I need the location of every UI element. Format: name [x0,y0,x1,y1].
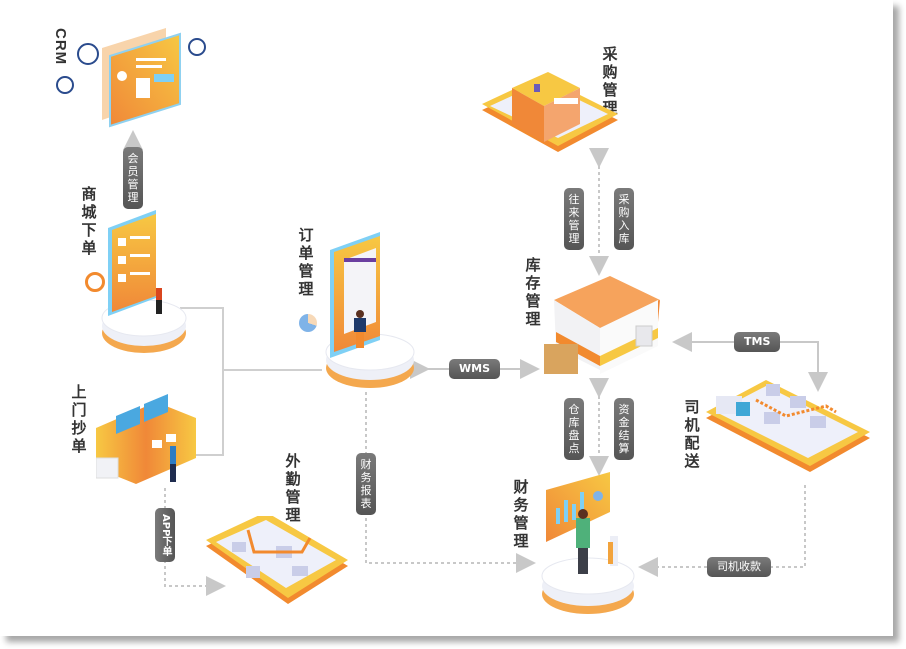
connector-lines [123,130,828,596]
line-mall-to-order [178,307,224,456]
node-label-field-mgmt: 外勤管理 [285,452,301,524]
connector-tag-finance-report: 财务报表 [356,453,376,515]
connector-tag-member-mgmt: 会员管理 [123,147,143,209]
connector-tag-tms: TMS [734,332,781,352]
user-pin-icon [56,76,74,94]
finance-mgmt-illustration [536,472,642,620]
order-mgmt-illustration [322,232,422,392]
line-finance-report [365,392,536,573]
user-pin-icon [77,43,99,65]
connector-tag-app-order: APP下单 [155,508,175,563]
diagram-canvas: CRM 会员管理 商城下单 上门抄单 [52,28,870,620]
connector-tag-account-mgmt: 往来管理 [564,188,584,250]
node-label-onsite-order: 上门抄单 [71,383,87,455]
connector-tag-fund-settlement: 资金结算 [614,398,634,460]
field-mgmt-illustration [206,512,348,616]
connector-tag-stock-check: 仓库盘点 [564,398,584,460]
connector-tag-wms: WMS [449,359,501,379]
driver-delivery-illustration [706,372,870,484]
node-label-crm: CRM [52,28,69,66]
mall-order-illustration [96,208,196,356]
inventory-mgmt-illustration [540,270,680,390]
onsite-order-illustration [95,388,196,488]
node-label-finance-mgmt: 财务管理 [513,478,529,550]
crm-illustration [96,28,188,128]
coupon-icon [85,272,105,292]
node-label-driver-delivery: 司机配送 [684,398,700,470]
purchase-mgmt-illustration [482,62,618,162]
user-pin-icon [188,38,206,56]
line-driver-collection [638,485,806,577]
connector-tag-purchase-inbound: 采购入库 [614,188,634,250]
node-label-order-mgmt: 订单管理 [298,226,314,298]
connector-tag-driver-collection: 司机收款 [707,557,771,577]
pie-chart-icon [299,314,317,332]
node-label-mall-order: 商城下单 [81,185,97,257]
node-label-inventory-mgmt: 库存管理 [525,256,541,328]
